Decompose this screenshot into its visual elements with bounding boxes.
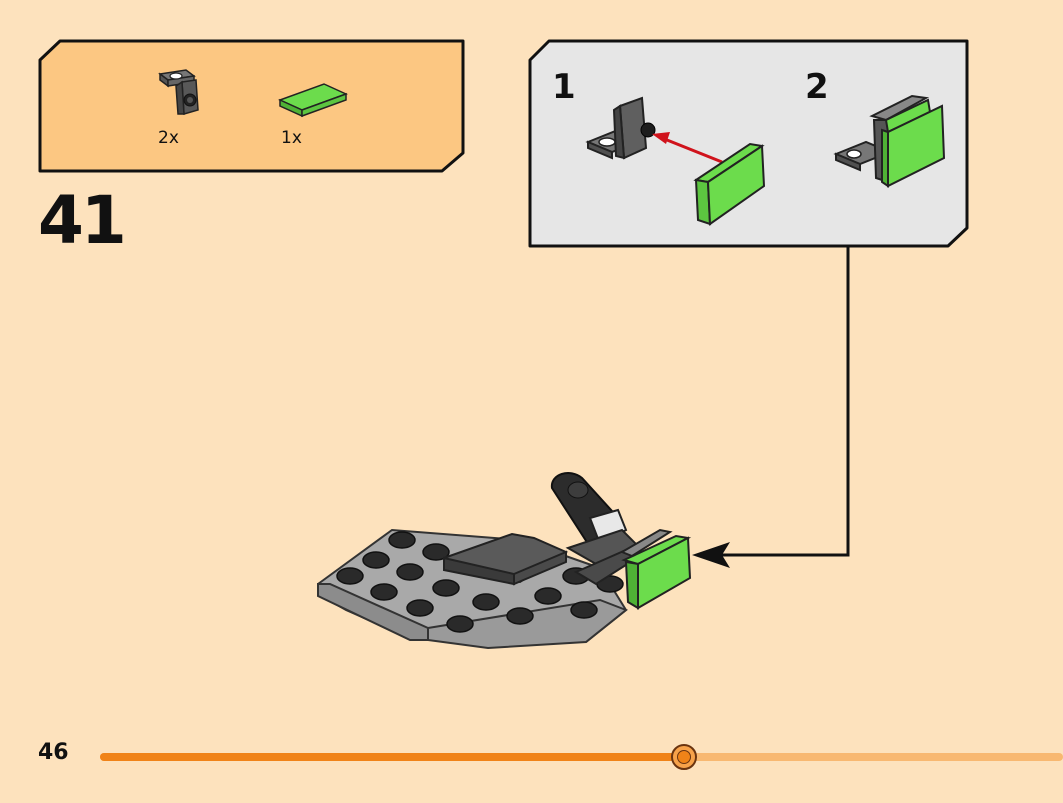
- page-number: 46: [38, 740, 69, 765]
- main-model-illustration: [317, 472, 692, 650]
- pointer-arrow: [692, 542, 730, 568]
- red-arrow: [661, 136, 723, 164]
- progress-fill: [100, 753, 684, 761]
- parts-list-box: [38, 39, 465, 173]
- bracket-count: 2x: [158, 128, 179, 148]
- step-number: 41: [38, 182, 127, 259]
- substep-1-illustration: [585, 96, 766, 226]
- green-tile-icon: [278, 83, 348, 118]
- dark-gray-bracket-icon: [158, 69, 199, 115]
- progress-track: [100, 753, 1063, 761]
- substep-number-2: 2: [805, 67, 829, 107]
- substep-number-1: 1: [552, 67, 576, 107]
- tile-count: 1x: [281, 128, 302, 148]
- substep-2-illustration: [833, 94, 946, 188]
- progress-indicator: [670, 744, 697, 770]
- sub-assembly-callout: [528, 39, 969, 248]
